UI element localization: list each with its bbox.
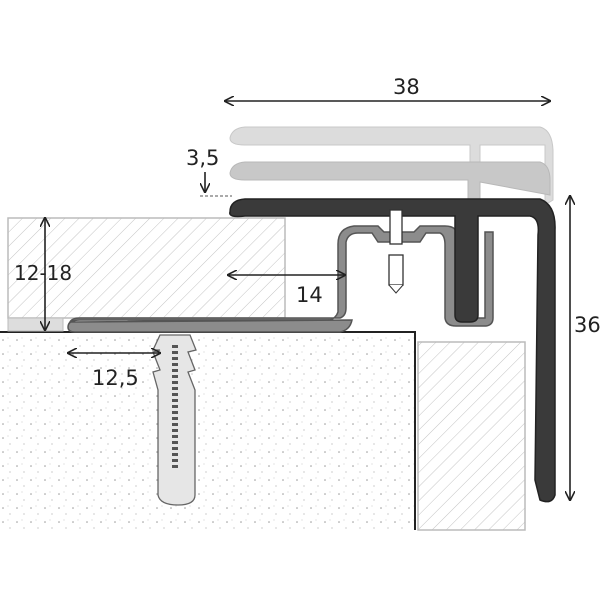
wall-plug-icon [151, 334, 197, 506]
stair-riser-cover [417, 341, 526, 531]
floor-covering-base [7, 317, 64, 332]
dim-14-label: 14 [296, 283, 323, 307]
dim-36-label: 36 [574, 313, 600, 337]
ghost-profile-mid [229, 161, 551, 201]
dim-12-5-label: 12,5 [92, 366, 139, 390]
dark-profile [229, 198, 556, 503]
dim-12-18-label: 12-18 [14, 261, 72, 285]
concrete-substrate [0, 332, 415, 530]
base-profile [67, 225, 494, 333]
dim-38-label: 38 [393, 75, 420, 99]
dim-3-5-label: 3,5 [186, 146, 219, 170]
screw-icon [388, 209, 404, 294]
